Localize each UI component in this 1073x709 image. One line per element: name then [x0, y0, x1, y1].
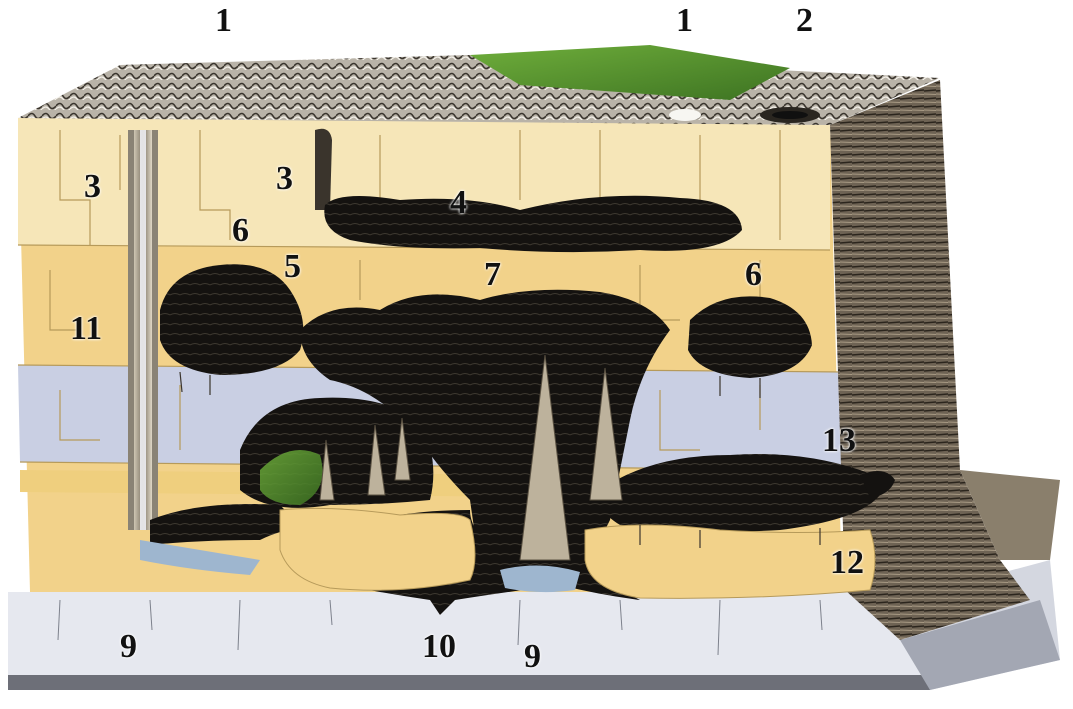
label-2: 2	[796, 4, 813, 38]
label-4: 4	[450, 186, 467, 220]
label-7: 7	[484, 258, 501, 292]
label-12: 12	[830, 546, 864, 580]
label-3-left: 3	[84, 170, 101, 204]
label-5: 5	[284, 250, 301, 284]
label-9-left: 9	[120, 630, 137, 664]
label-9-center: 9	[524, 640, 541, 674]
label-3-right: 3	[276, 162, 293, 196]
label-11: 11	[70, 312, 102, 346]
label-6-left: 6	[232, 214, 249, 248]
label-10: 10	[422, 630, 456, 664]
label-1-right: 1	[676, 4, 693, 38]
label-13: 13	[822, 424, 856, 458]
label-6-right: 6	[745, 258, 762, 292]
label-1-left: 1	[215, 4, 232, 38]
